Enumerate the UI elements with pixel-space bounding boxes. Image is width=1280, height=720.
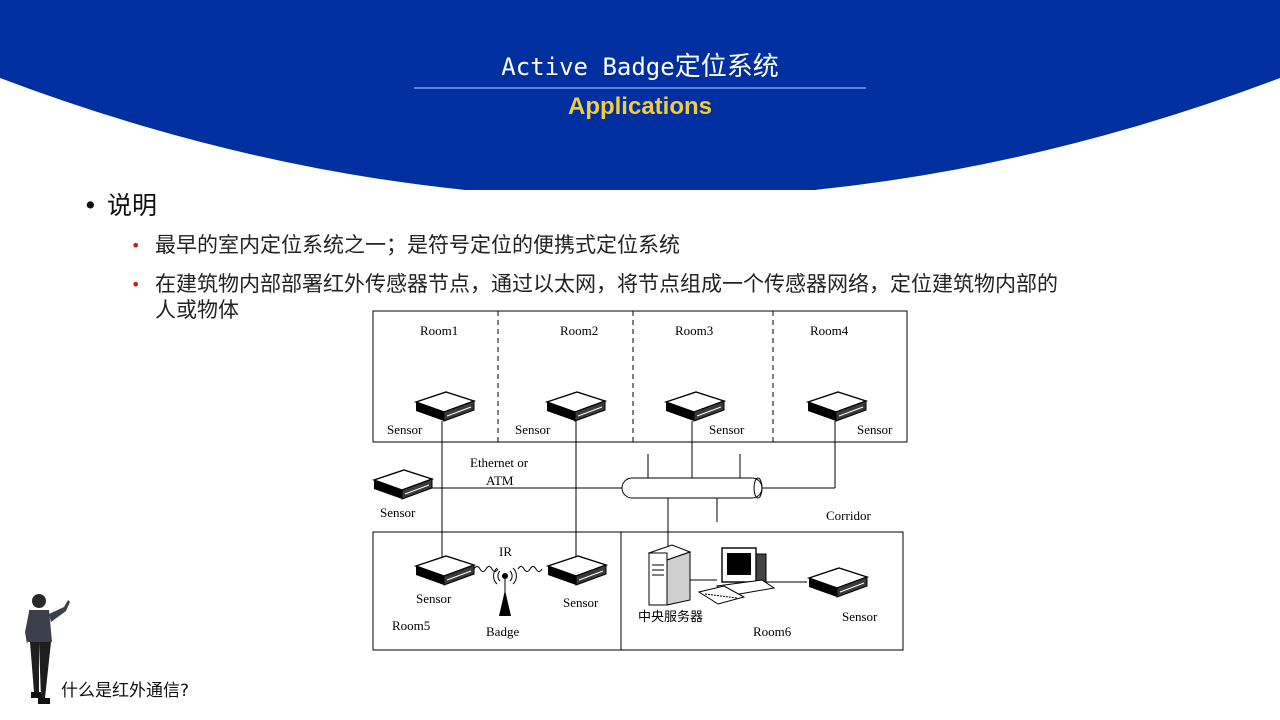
sensor-icon xyxy=(808,567,868,598)
corridor-label: Corridor xyxy=(826,508,871,523)
central-server-label: 中央服务器 xyxy=(638,609,703,624)
sensor-icon xyxy=(546,391,606,422)
caption-question: 什么是红外通信? xyxy=(61,681,190,701)
room4-label: Room4 xyxy=(810,323,849,338)
room6-label: Room6 xyxy=(753,624,792,639)
server-icon xyxy=(647,544,692,606)
network-label-line2: ATM xyxy=(486,473,514,488)
sensor-label: Sensor xyxy=(515,422,551,437)
slide-title: Active Badge定位系统 xyxy=(414,50,866,84)
sub-bullet-2-cont: 人或物体 xyxy=(155,298,239,322)
sensor-icon xyxy=(665,391,725,422)
room1-label: Room1 xyxy=(420,323,458,338)
ir-wave-icon xyxy=(517,566,543,572)
ir-label: IR xyxy=(499,544,512,559)
sensor-icon xyxy=(415,555,475,586)
sensor-icon xyxy=(547,555,607,586)
badge-label: Badge xyxy=(486,624,519,639)
ir-wave-icon xyxy=(473,566,499,572)
sensor-label: Sensor xyxy=(842,609,878,624)
room3-label: Room3 xyxy=(675,323,713,338)
sensor-label: Sensor xyxy=(416,591,452,606)
room5-label: Room5 xyxy=(392,618,430,633)
sensor-label: Sensor xyxy=(563,595,599,610)
red-bullet-icon: • xyxy=(131,275,141,294)
network-diagram: Room1 Room2 Room3 Room4 Sensor Sensor Se… xyxy=(372,310,908,651)
sensor-label: Sensor xyxy=(380,505,416,520)
sub-bullet-1: 最早的室内定位系统之一；是符号定位的便携式定位系统 xyxy=(155,233,680,257)
red-bullet-icon: • xyxy=(131,236,141,255)
badge-icon xyxy=(493,567,517,616)
main-bullet: • 说明 xyxy=(83,190,157,222)
room2-label: Room2 xyxy=(560,323,598,338)
main-bullet-text: 说明 xyxy=(107,191,158,220)
sensor-label: Sensor xyxy=(387,422,423,437)
sensor-label: Sensor xyxy=(709,422,745,437)
title-underline xyxy=(414,87,866,89)
slide-subtitle: Applications xyxy=(567,93,712,120)
sensor-icon xyxy=(415,391,475,422)
sensor-label: Sensor xyxy=(857,422,893,437)
sensor-icon xyxy=(373,469,433,500)
sub-bullet-2: 在建筑物内部部署红外传感器节点，通过以太网，将节点组成一个传感器网络，定位建筑物… xyxy=(155,272,1058,296)
title-cjk: 定位系统 xyxy=(674,52,779,82)
network-label-line1: Ethernet or xyxy=(470,455,529,470)
bullet-dot-icon: • xyxy=(83,191,98,220)
sensor-icon xyxy=(807,391,867,422)
person-figure xyxy=(25,594,70,704)
header-banner xyxy=(0,0,1280,190)
workstation-icon xyxy=(697,547,776,605)
title-latin: Active Badge xyxy=(501,53,675,81)
